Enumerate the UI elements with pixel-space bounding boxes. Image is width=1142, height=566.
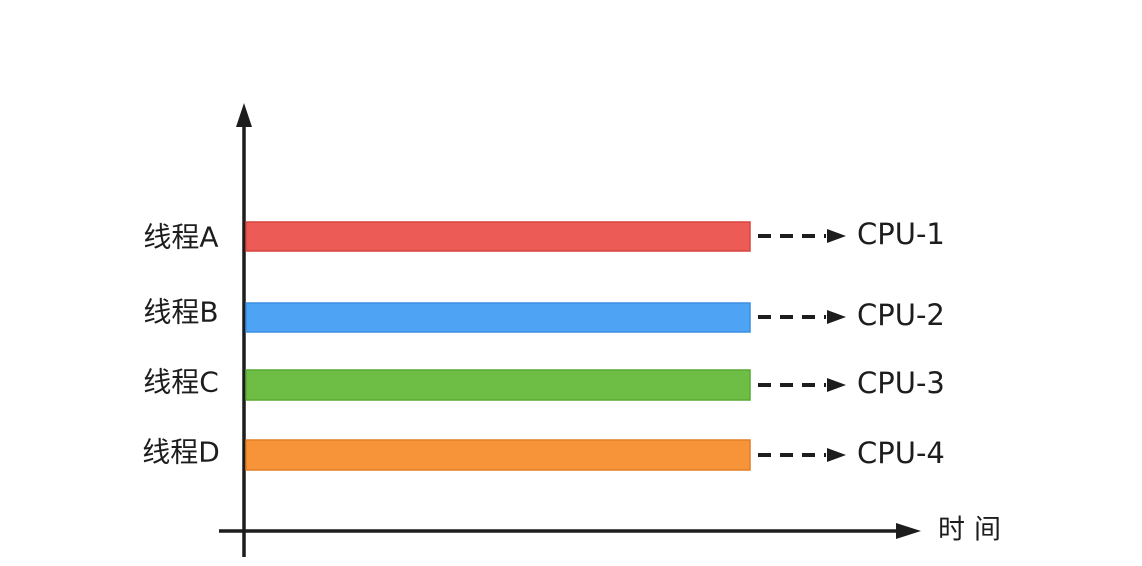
thread-bar-group [245, 369, 751, 401]
thread-bar [245, 369, 751, 401]
dashed-arrowhead-icon [827, 229, 846, 243]
thread-label: 线程B [143, 296, 218, 329]
cpu-label: CPU-1 [857, 217, 945, 251]
thread-bar [245, 439, 751, 471]
x-axis-arrowhead-icon [896, 523, 921, 539]
thread-label: 线程A [143, 221, 218, 254]
time-axis-label: 时间 [938, 515, 1010, 546]
dashed-arrowhead-icon [827, 378, 846, 392]
cpu-label: CPU-3 [857, 366, 945, 400]
thread-bar-group [245, 221, 751, 252]
dashed-arrowhead-icon [827, 448, 846, 462]
cpu-label: CPU-2 [857, 298, 945, 332]
thread-bar-group [245, 302, 751, 333]
dashed-arrowhead-icon [827, 310, 846, 324]
cpu-label: CPU-4 [857, 436, 945, 470]
y-axis-arrowhead-icon [236, 103, 252, 127]
thread-label: 线程D [142, 436, 220, 469]
thread-bar-group [245, 439, 751, 471]
thread-bar [245, 302, 751, 333]
thread-label: 线程C [143, 366, 219, 399]
thread-bar [245, 221, 751, 252]
